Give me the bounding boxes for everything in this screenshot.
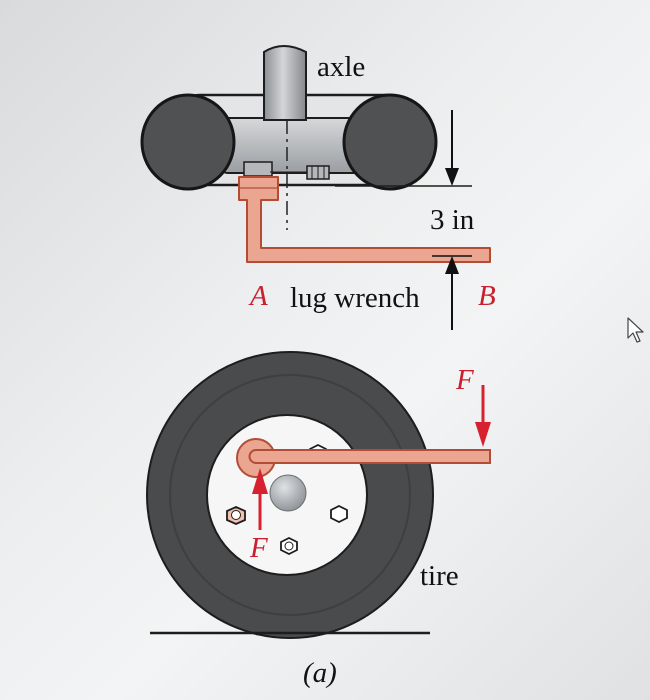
force-top-label: F [455,364,474,396]
caption: (a) [303,657,337,689]
dimension-label: 3 in [430,204,475,236]
wheel-center [269,474,307,512]
force-bottom-label: F [249,532,268,564]
lug-wrench-label: lug wrench [290,282,420,314]
tire-groove [169,374,411,616]
top-view: axle 3 in A lug wrench B [140,45,496,330]
lug-nut-top-1 [243,161,273,177]
point-b-label: B [478,280,496,312]
tire-right-end [342,93,438,191]
cursor-pointer-icon [627,317,644,343]
lug-nut-2 [330,504,348,524]
point-a-label: A [248,280,268,312]
tire-left-end [140,93,236,191]
lug-wrench-top [238,176,491,263]
lug-wrench-front [248,449,491,464]
front-view: F F tire [146,351,491,639]
tire-label: tire [420,560,459,592]
axle-label: axle [317,51,365,83]
axle-shaft [263,45,307,121]
